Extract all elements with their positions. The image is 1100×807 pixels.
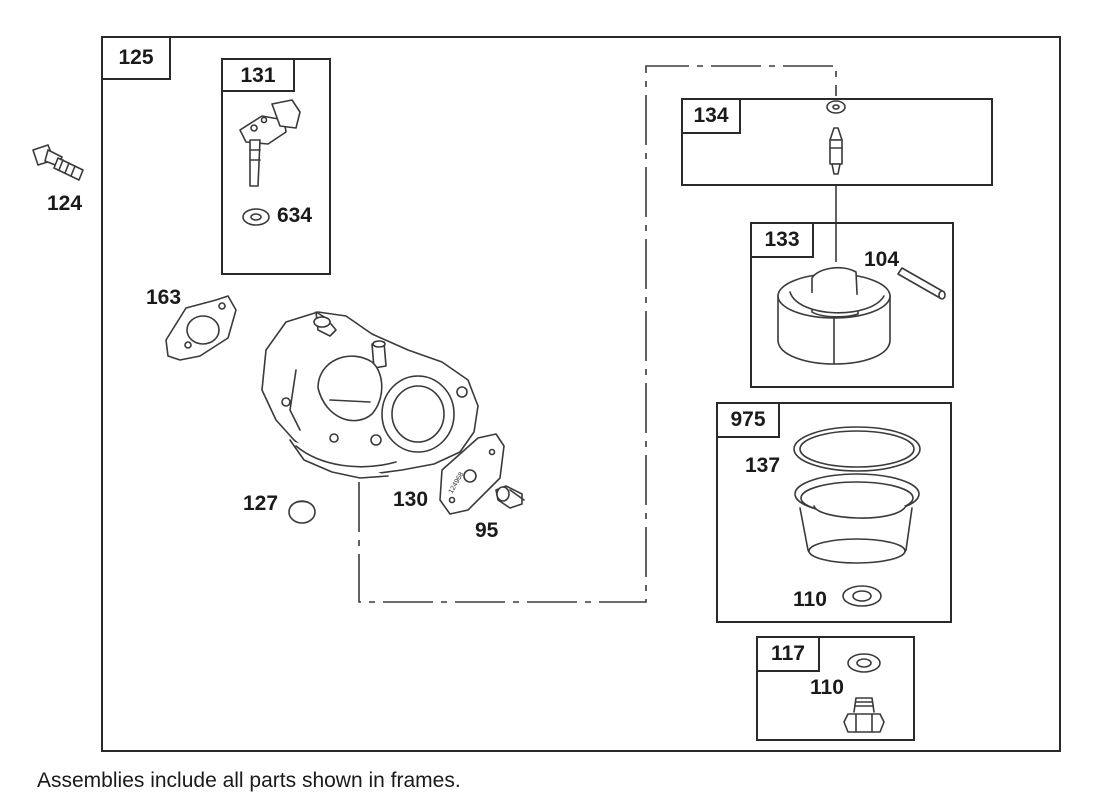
- frame-tag-134: 134: [681, 98, 741, 134]
- assembly-frame-125: 125: [101, 36, 1061, 752]
- screw-95: [495, 485, 525, 509]
- assembly-frame-131: 131: [221, 58, 331, 275]
- part-label-110-bolt: 110: [810, 676, 844, 699]
- assembly-frame-133: 133: [750, 222, 954, 388]
- bowl-bolt-117: [843, 697, 885, 733]
- carburetor-body: [261, 311, 479, 479]
- part-label-137: 137: [745, 454, 781, 477]
- washer-110-a: [842, 585, 882, 607]
- assembly-leader-lines: [358, 65, 837, 603]
- assemblies-footnote: Assemblies include all parts shown in fr…: [37, 769, 461, 792]
- part-label-127: 127: [243, 492, 279, 515]
- gasket-163: [165, 295, 237, 361]
- throttle-shaft-131: [239, 99, 301, 187]
- part-label-130: 130: [393, 488, 429, 511]
- frame-tag-133: 133: [750, 222, 814, 258]
- frame-tag-131: 131: [221, 58, 295, 92]
- frame-tag-125: 125: [101, 36, 171, 80]
- bowl-975: [794, 473, 920, 564]
- part-label-104: 104: [864, 248, 900, 271]
- float-133: [777, 266, 891, 365]
- part-label-124: 124: [47, 192, 83, 215]
- needle-seat-134: [826, 100, 846, 175]
- assembly-frame-117: 117: [756, 636, 915, 741]
- frame-tag-117: 117: [756, 636, 820, 672]
- part-label-95: 95: [475, 519, 499, 542]
- plug-127: [288, 500, 316, 524]
- part-label-634: 634: [277, 204, 313, 227]
- frame-tag-975: 975: [716, 402, 780, 438]
- assembly-frame-975: 975: [716, 402, 952, 623]
- assembly-frame-134: 134: [681, 98, 993, 186]
- part-label-110-bowl: 110: [793, 588, 827, 611]
- part-label-163: 163: [146, 286, 182, 309]
- stud-fitting-124: [32, 144, 84, 181]
- seal-634: [242, 208, 270, 226]
- plate-130: 124968: [439, 433, 505, 515]
- o-ring-137: [793, 426, 921, 472]
- pin-104: [897, 267, 946, 300]
- washer-110-b: [847, 653, 881, 673]
